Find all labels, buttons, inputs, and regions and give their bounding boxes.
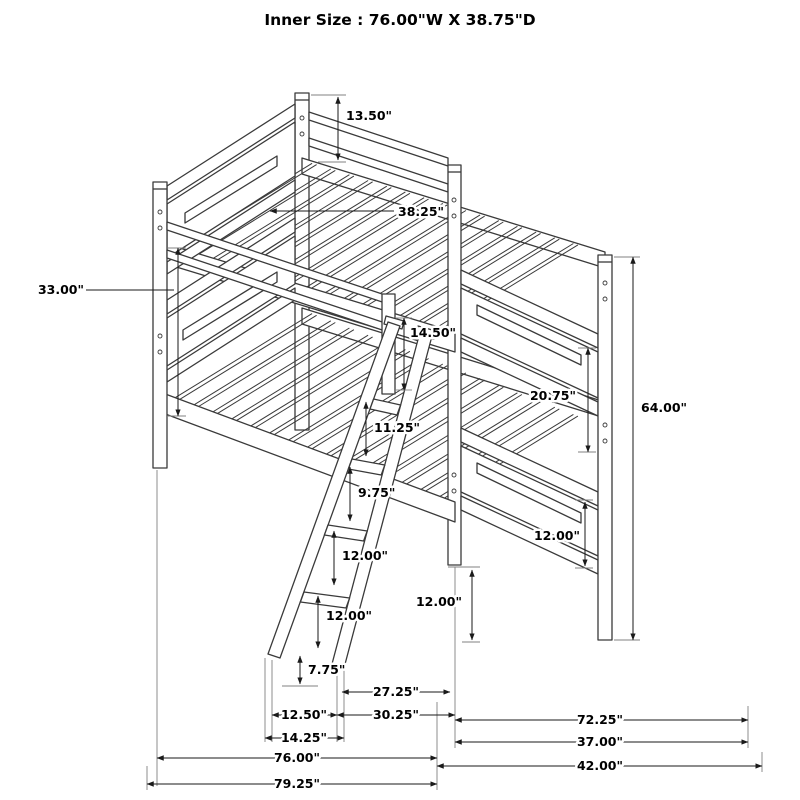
dim-label-33-00: 33.00" [38,282,84,297]
bed-drawing [152,92,613,669]
dim-label-72-25: 72.25" [577,712,623,727]
dim-label-79-25: 79.25" [274,776,320,791]
dim-label-12-00-b: 12.00" [326,608,372,623]
headboard-slot [184,155,278,224]
headboard-slot [182,271,278,341]
dim-label-14-50: 14.50" [410,325,456,340]
dim-label-38-25: 38.25" [398,204,444,219]
dim-label-12-00-d: 12.00" [534,528,580,543]
dimension-lines [86,96,763,787]
dim-label-14-25: 14.25" [281,730,327,745]
footboard-slot [476,304,582,366]
diagram-title: Inner Size : 76.00"W X 38.75"D [264,11,535,29]
dim-label-12-00-c: 12.00" [416,594,462,609]
dim-label-7-75: 7.75" [308,662,345,677]
bottom-bunk-footboard [460,427,599,575]
dim-label-12-50: 12.50" [281,707,327,722]
ladder-rung [369,398,402,416]
dimension-labels: 13.50" 38.25" 33.00" 14.50" 20.75" 64.00… [35,106,689,794]
dim-label-37-00: 37.00" [577,734,623,749]
ladder-rung [323,524,368,542]
footboard-slot [476,462,582,524]
dim-label-42-00: 42.00" [577,758,623,773]
ladder-rung [347,458,386,476]
ladder-rung [299,591,351,609]
front-left-post [152,181,168,469]
top-bunk-footboard [460,269,599,417]
front-right-post [447,164,462,566]
dim-label-76-00: 76.00" [274,750,320,765]
back-right-post [597,254,613,641]
back-left-post [294,92,310,431]
dim-label-9-75: 9.75" [358,485,395,500]
ladder-right-rail [331,331,433,669]
dim-label-27-25: 27.25" [373,684,419,699]
dim-label-13-50: 13.50" [346,108,392,123]
dim-label-30-25: 30.25" [373,707,419,722]
bottom-bunk-headboard [166,217,296,383]
dim-label-12-00-a: 12.00" [342,548,388,563]
dim-label-20-75: 20.75" [530,388,576,403]
dim-label-11-25: 11.25" [374,420,420,435]
dim-label-64-00: 64.00" [641,400,687,415]
